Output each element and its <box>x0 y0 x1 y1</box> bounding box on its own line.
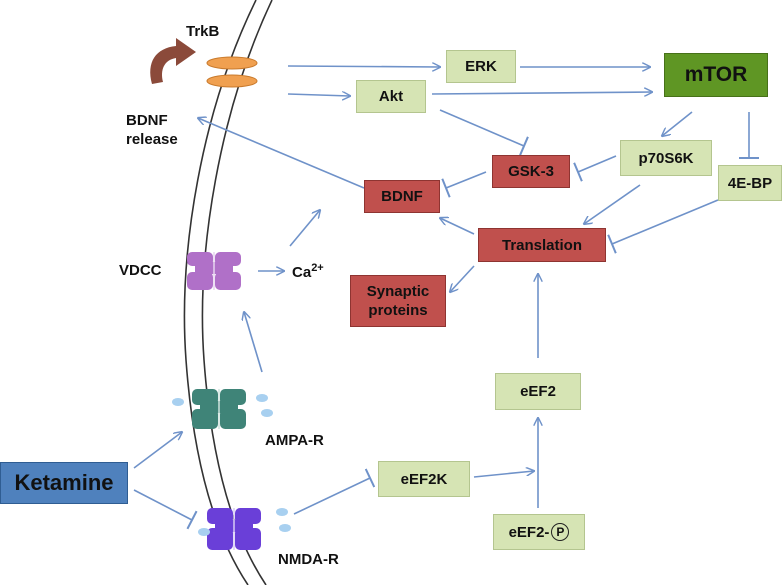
ampa-glutamate-dots-icon <box>172 394 273 417</box>
arrow-translation-to-synaptic <box>450 265 475 292</box>
arrow-translation-to-bdnf <box>440 218 475 235</box>
nmda-glutamate-dots-icon <box>198 508 291 536</box>
bdnf-release-label: BDNF release <box>126 111 178 149</box>
arrow-akt-to-mtor <box>431 92 652 94</box>
calcium-charge: 2+ <box>311 262 324 274</box>
bdnf-release-curved-arrow-icon <box>150 38 196 84</box>
mtor-node: mTOR <box>664 53 768 97</box>
eef2p-node: eEF2-P <box>493 514 585 550</box>
arrow-ketamine-to-ampa <box>133 432 182 469</box>
inhibit-4ebp-to-translation <box>607 199 719 254</box>
trkb-receptor-icon <box>206 56 258 88</box>
gsk3-node: GSK-3 <box>492 155 570 188</box>
synaptic-proteins-node: Synaptic proteins <box>350 275 446 327</box>
4ebp-node: 4E-BP <box>718 165 782 201</box>
phospho-circle-icon: P <box>551 523 570 541</box>
trkb-label: TrkB <box>186 23 220 40</box>
arrow-eef2k-to-pathway <box>473 471 534 478</box>
arrow-bdnf-to-release <box>198 118 365 189</box>
inhibit-p70s6k-to-gsk3 <box>573 155 617 182</box>
nmda-r-label: NMDA-R <box>278 551 339 568</box>
synaptic-proteins-line1: Synaptic <box>366 283 430 300</box>
bdnf-node: BDNF <box>364 180 440 213</box>
nmda-receptor-icon <box>207 508 261 550</box>
arrow-trkb-to-erk <box>287 66 440 67</box>
synaptic-proteins-line2: proteins <box>368 302 428 319</box>
translation-node: Translation <box>478 228 606 262</box>
bdnf-release-line2: release <box>126 131 178 148</box>
calcium-label: Ca2+ <box>292 262 324 281</box>
akt-node: Akt <box>356 80 426 113</box>
erk-node: ERK <box>446 50 516 83</box>
p70s6k-node: p70S6K <box>620 140 712 176</box>
inhibit-nmda-to-eef2k <box>293 468 376 515</box>
ampa-receptor-icon <box>192 389 246 429</box>
ketamine-node: Ketamine <box>0 462 128 504</box>
membrane-line-right <box>201 0 273 585</box>
arrow-ampa-to-vdcc <box>244 312 263 373</box>
arrow-mtor-to-p70s6k <box>662 111 693 136</box>
vdcc-channel-icon <box>187 252 241 290</box>
arrow-ca-to-bdnf <box>289 210 320 247</box>
inhibit-akt-to-gsk3 <box>439 109 529 156</box>
membrane-line-left <box>183 0 257 585</box>
arrow-trkb-to-akt <box>287 94 350 96</box>
bdnf-release-line1: BDNF <box>126 112 168 129</box>
arrow-p70s6k-to-translation <box>584 184 641 224</box>
eef2-node: eEF2 <box>495 373 581 410</box>
inhibit-ketamine-to-nmda <box>133 489 198 530</box>
inhibit-gsk3-to-bdnf <box>441 171 487 198</box>
eef2k-node: eEF2K <box>378 461 470 497</box>
ampa-r-label: AMPA-R <box>265 432 324 449</box>
calcium-text: Ca <box>292 264 312 281</box>
eef2p-text: eEF2- <box>508 523 550 541</box>
vdcc-label: VDCC <box>119 262 162 279</box>
